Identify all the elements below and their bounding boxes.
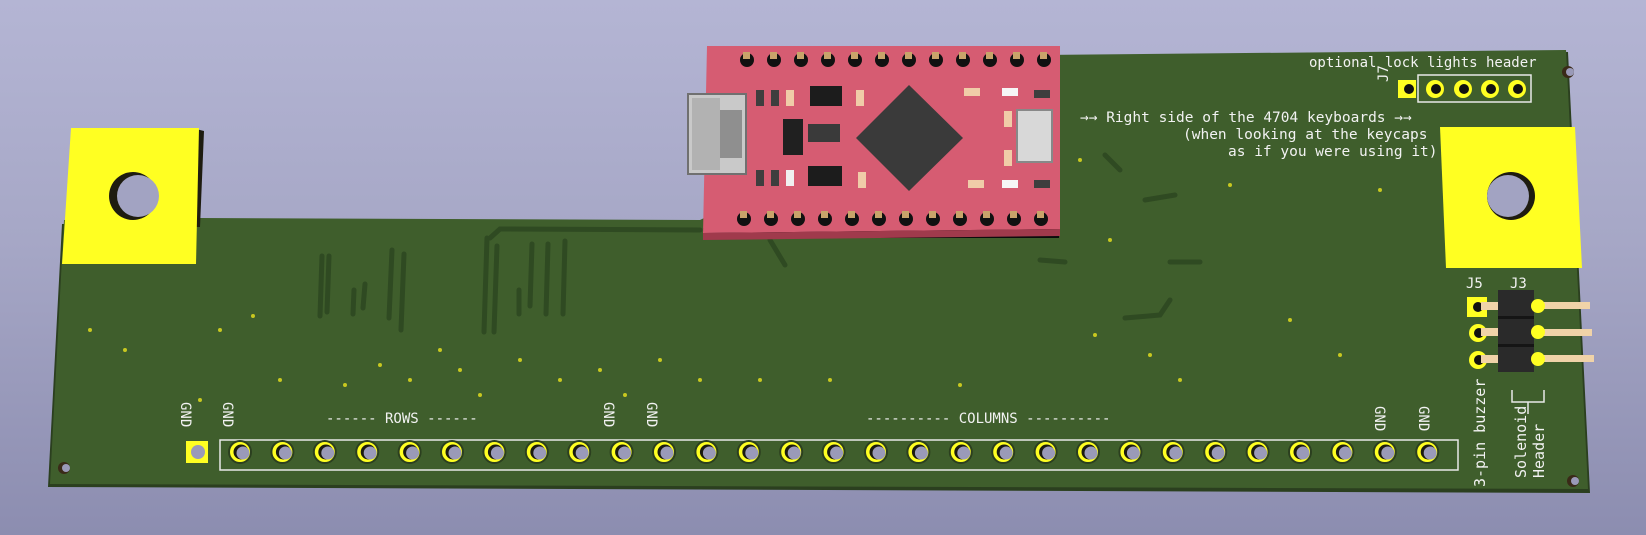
right-mounting-pad <box>1440 127 1582 268</box>
crystal <box>1016 109 1053 163</box>
solenoid-header <box>1498 290 1594 414</box>
board-body <box>50 50 1588 489</box>
main-header <box>186 439 1459 471</box>
mcu-chip <box>856 85 963 191</box>
vias <box>88 158 1382 402</box>
j5-reference: J5 <box>1466 276 1483 292</box>
solenoid-label-line1: Solenoid <box>1512 405 1530 478</box>
left-mounting-pad <box>62 128 204 264</box>
orientation-note-line2: (when looking at the keycaps <box>1183 127 1428 143</box>
rows-label: ------ ROWS ------ <box>326 411 478 427</box>
pro-micro-board <box>687 46 1060 240</box>
buzzer-header <box>1467 297 1505 369</box>
gnd-label-5: GND <box>1371 406 1387 432</box>
j7-reference: J7 <box>1376 65 1392 82</box>
gnd-label-4: GND <box>643 402 659 428</box>
columns-label: ---------- COLUMNS ---------- <box>866 411 1111 427</box>
main-header-pins <box>228 440 1440 464</box>
passive-components <box>756 88 1050 188</box>
usb-connector <box>687 93 747 175</box>
gnd-label-2: GND <box>219 402 235 428</box>
buzzer-label: 3-pin buzzer <box>1471 378 1489 487</box>
lock-lights-header <box>1398 74 1532 103</box>
j3-reference: J3 <box>1510 276 1527 292</box>
gnd-label-3: GND <box>600 402 616 428</box>
corner-mounting-holes <box>58 66 1579 487</box>
gnd-label-6: GND <box>1415 406 1431 432</box>
copper-traces <box>317 152 1203 335</box>
orientation-note-line1: →→ Right side of the 4704 keyboards →→ <box>1080 110 1412 126</box>
solenoid-label-line2: Header <box>1530 423 1548 478</box>
gnd-label-1: GND <box>177 402 193 428</box>
orientation-note-line3: as if you were using it) <box>1228 144 1438 160</box>
lock-lights-header-label: optional lock lights header <box>1309 55 1537 71</box>
